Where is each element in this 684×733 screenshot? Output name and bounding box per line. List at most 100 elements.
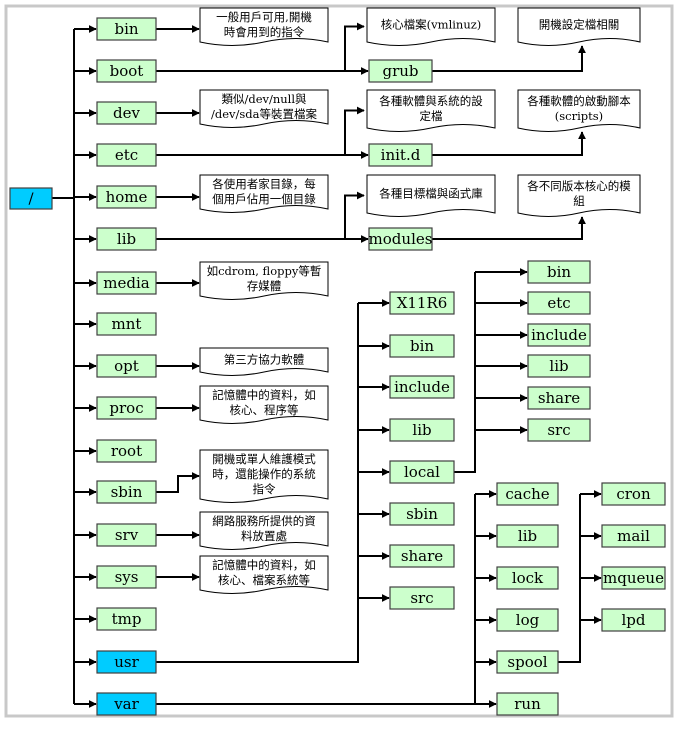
note-shape: [366, 89, 496, 132]
dir-node-label: sys: [115, 568, 139, 586]
dir-node-box: [601, 482, 666, 506]
dir-node-usr-local[interactable]: local: [389, 460, 455, 484]
dir-node-label: dev: [113, 104, 140, 122]
dir-node-proc[interactable]: proc: [96, 396, 157, 420]
note-shape: [199, 7, 329, 46]
edge-note-grub: [432, 45, 586, 72]
dir-node-label: share: [538, 389, 580, 407]
note-text-line: 第三方協力軟體: [224, 353, 305, 367]
dir-node-etc[interactable]: etc: [96, 143, 157, 167]
note-shape: [366, 7, 496, 46]
dir-node-sbin[interactable]: sbin: [96, 480, 157, 504]
dir-node-spool-mail[interactable]: mail: [601, 524, 666, 548]
dir-node-modules[interactable]: modules: [368, 227, 433, 251]
edge-note-modules: [432, 216, 586, 240]
dir-node-local-include[interactable]: include: [527, 323, 591, 347]
dir-node-box: [96, 17, 157, 41]
dir-node-box: [96, 59, 157, 83]
note-text-line: 各不同版本核心的模: [527, 179, 631, 193]
dir-node-media[interactable]: media: [96, 271, 157, 295]
dir-node-label: home: [106, 188, 148, 206]
dir-node-label: modules: [369, 230, 433, 248]
dir-node-srv[interactable]: srv: [96, 523, 157, 547]
dir-node-local-share[interactable]: share: [527, 386, 591, 410]
description-notes: 一般用戶可用,開機時會用到的指令類似/dev/null與/dev/sda等裝置檔…: [199, 7, 641, 594]
dir-node-spool-lpd[interactable]: lpd: [601, 608, 666, 632]
dir-node-usr-lib[interactable]: lib: [389, 418, 455, 442]
dir-node-opt[interactable]: opt: [96, 354, 157, 378]
dir-node-lib[interactable]: lib: [96, 227, 157, 251]
dir-node-box: [389, 334, 455, 358]
note-text-line: 如cdrom, floppy等暫: [207, 264, 322, 278]
dir-node-home[interactable]: home: [96, 185, 157, 209]
dir-node-box: [96, 143, 157, 167]
dir-node-usr-x11r6[interactable]: X11R6: [389, 291, 455, 315]
dir-node-label: grub: [382, 62, 418, 80]
dir-node-usr-include[interactable]: include: [389, 375, 455, 399]
dir-node-var-lib[interactable]: lib: [496, 524, 559, 548]
dir-node-label: include: [394, 378, 450, 396]
dir-node-box: [96, 650, 157, 674]
dir-node-usr-sbin[interactable]: sbin: [389, 502, 455, 526]
dir-node-dev[interactable]: dev: [96, 101, 157, 125]
dir-node-box: [389, 375, 455, 399]
note-text-line: 個用戶佔用一個目錄: [212, 192, 316, 206]
note-text-line: 定檔: [420, 109, 443, 123]
dir-node-tmp[interactable]: tmp: [96, 607, 157, 631]
dir-node-usr-bin[interactable]: bin: [389, 334, 455, 358]
dir-node-root-dir[interactable]: root: [96, 439, 157, 463]
dir-node-sys[interactable]: sys: [96, 565, 157, 589]
note-shape: [517, 89, 641, 132]
dir-node-var-cache[interactable]: cache: [496, 482, 559, 506]
edge-note-etc-config: [344, 106, 365, 155]
dir-node-var-log[interactable]: log: [496, 608, 559, 632]
dir-node-var-spool[interactable]: spool: [496, 650, 559, 674]
dir-node-usr-share[interactable]: share: [389, 544, 455, 568]
directory-nodes: / bin boot dev etc home lib media mnt opt proc root…: [9, 17, 666, 716]
note-text-line: 各種目標檔與函式庫: [379, 187, 483, 201]
dir-node-box: [496, 524, 559, 548]
dir-node-var-run[interactable]: run: [496, 692, 559, 716]
dir-node-box: [601, 524, 666, 548]
dir-node-box: [96, 354, 157, 378]
dir-node-var[interactable]: var: [96, 692, 157, 716]
dir-node-mnt[interactable]: mnt: [96, 312, 157, 336]
dir-node-box: [527, 260, 591, 284]
dir-node-root[interactable]: /: [9, 187, 53, 210]
dir-node-local-etc[interactable]: etc: [527, 291, 591, 315]
dir-node-usr-src[interactable]: src: [389, 586, 455, 610]
dir-node-label: mnt: [112, 315, 142, 333]
dir-node-local-bin[interactable]: bin: [527, 260, 591, 284]
dir-node-bin[interactable]: bin: [96, 17, 157, 41]
dir-node-label: opt: [114, 357, 139, 375]
edge-note-boot-kernel: [344, 22, 365, 71]
dir-node-local-src[interactable]: src: [527, 418, 591, 442]
dir-node-initd[interactable]: init.d: [368, 143, 433, 167]
dir-node-spool-cron[interactable]: cron: [601, 482, 666, 506]
dir-node-var-lock[interactable]: lock: [496, 566, 559, 590]
dir-node-grub[interactable]: grub: [368, 59, 433, 83]
note-text-line: /dev/sda等裝置檔案: [211, 107, 318, 121]
note-text-line: 一般用戶可用,開機: [216, 10, 312, 24]
dir-node-label: src: [547, 421, 570, 439]
dir-node-label: bin: [547, 263, 571, 281]
dir-node-spool-mqueue[interactable]: mqueue: [601, 566, 666, 590]
note-lib-shared: 各種目標檔與函式庫: [366, 174, 496, 217]
dir-node-box: [527, 354, 591, 378]
dir-node-label: lib: [117, 230, 136, 248]
dir-node-usr[interactable]: usr: [96, 650, 157, 674]
dir-node-local-lib[interactable]: lib: [527, 354, 591, 378]
note-shape: [199, 347, 329, 376]
dir-node-box: [9, 187, 53, 210]
note-text-line: 類似/dev/null與: [221, 92, 306, 106]
spool-trunk: [558, 494, 581, 663]
dir-node-boot[interactable]: boot: [96, 59, 157, 83]
dir-node-label: include: [531, 326, 587, 344]
dir-node-box: [389, 502, 455, 526]
dir-node-box: [96, 523, 157, 547]
dir-node-box: [496, 566, 559, 590]
